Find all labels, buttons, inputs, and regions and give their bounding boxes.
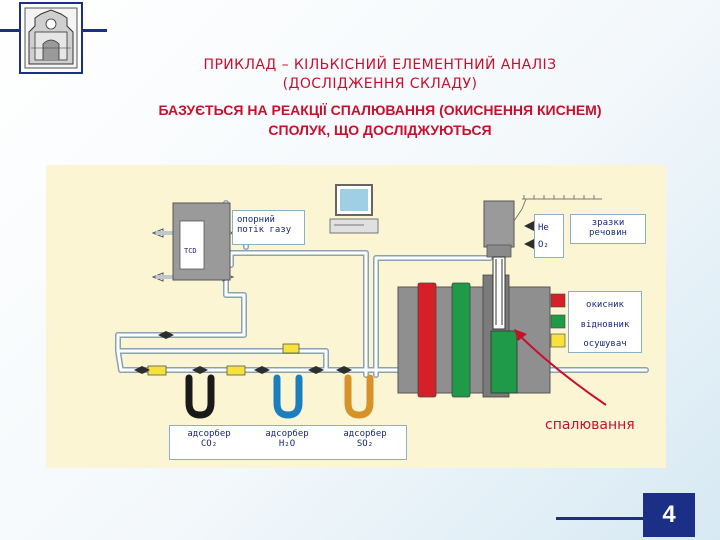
oxidizer-column [417, 282, 437, 398]
adsorber-so2-line-2: SO₂ [356, 439, 374, 449]
autosampler [483, 200, 515, 248]
crest-icon [24, 7, 78, 69]
adsorber-h2o-tube [273, 374, 303, 419]
adsorber-h2o-line-1: адсорбер [265, 429, 309, 439]
subtitle-line-2: СПОЛУК, ЩО ДОСЛІДЖУЮТЬСЯ [268, 122, 492, 138]
gas-inlet-box: He O₂ [534, 214, 564, 258]
reference-gas-line-2: потік газу [237, 225, 292, 235]
samples-line-2: речовин [589, 228, 627, 238]
samples-box: зразки речовин [570, 214, 646, 244]
header-line-right [83, 29, 107, 32]
reductant-column [451, 282, 471, 398]
adsorber-so2-tube [344, 374, 374, 419]
gas-helium: He [538, 223, 549, 233]
adsorber-co2-label: адсорбер CO₂ [174, 429, 244, 449]
adsorber-co2-line-2: CO₂ [200, 439, 218, 449]
adsorber-co2-tube [185, 374, 215, 419]
tcd-label: ТСD [184, 247, 197, 255]
reference-gas-line-1: опорний [237, 215, 275, 225]
slide-title: ПРИКЛАД – КІЛЬКІСНИЙ ЕЛЕМЕНТНИЙ АНАЛІЗ (… [120, 56, 640, 94]
page-number: 4 [643, 493, 695, 537]
legend-oxidizer: окисник [586, 300, 624, 310]
legend-reductant: відновник [580, 320, 630, 330]
legend-box: окисник відновник осушувач [568, 291, 642, 353]
elemental-analyzer-diagram: ТСD опорний потік газу He O₂ зразки речо… [46, 165, 666, 468]
footer-line [556, 517, 643, 520]
adsorber-co2-line-1: адсорбер [187, 429, 231, 439]
adsorbers-box: адсорбер CO₂ адсорбер H₂O адсорбер SO₂ [169, 425, 407, 460]
combustion-label: спалювання [545, 417, 635, 433]
subtitle-line-1: БАЗУЄТЬСЯ НА РЕАКЦІЇ СПАЛЮВАННЯ (ОКИСНЕН… [158, 102, 602, 118]
legend-desiccant: осушувач [583, 339, 627, 349]
university-logo [19, 2, 83, 74]
header-line-left [0, 29, 19, 32]
reference-gas-box: опорний потік газу [232, 210, 305, 245]
title-line-1: ПРИКЛАД – КІЛЬКІСНИЙ ЕЛЕМЕНТНИЙ АНАЛІЗ [203, 57, 557, 73]
adsorber-h2o-label: адсорбер H₂O [252, 429, 322, 449]
adsorber-so2-line-1: адсорбер [343, 429, 387, 439]
adsorber-h2o-line-2: H₂O [278, 439, 296, 449]
samples-line-1: зразки [591, 218, 625, 228]
adsorber-so2-label: адсорбер SO₂ [330, 429, 400, 449]
gas-oxygen: O₂ [538, 240, 549, 250]
slide-subtitle: БАЗУЄТЬСЯ НА РЕАКЦІЇ СПАЛЮВАННЯ (ОКИСНЕН… [120, 100, 640, 140]
title-line-2: (ДОСЛІДЖЕННЯ СКЛАДУ) [282, 76, 478, 92]
